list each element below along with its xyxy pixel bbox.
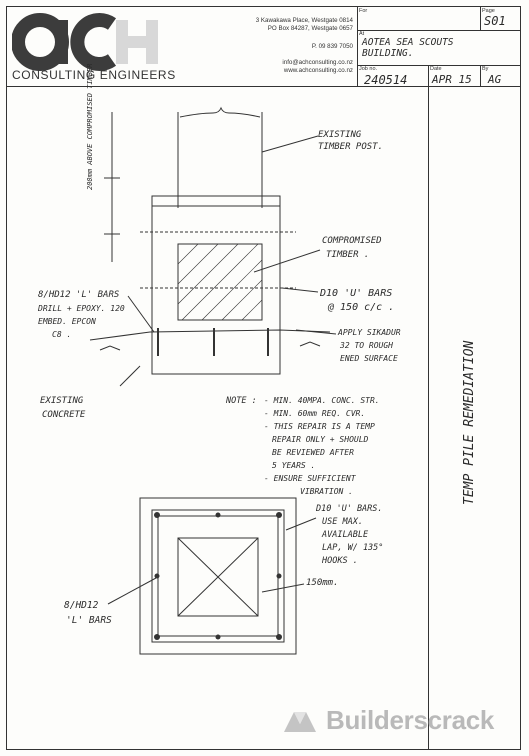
leader-bars-left — [127, 295, 155, 333]
phone-number: P. 09 839 7050 — [311, 43, 353, 50]
title-block-rule — [357, 30, 521, 31]
by-value: AG — [488, 73, 502, 86]
plan-outer — [139, 497, 297, 655]
post-brace-symbol — [179, 106, 261, 118]
for-label: For — [359, 8, 368, 14]
label-existing-post-1: EXISTING — [318, 130, 362, 140]
label-existing-concrete-2: CONCRETE — [42, 410, 86, 420]
title-column-divider — [428, 65, 429, 750]
label-compromised-1: COMPROMISED — [322, 236, 382, 246]
title-block-divider — [480, 6, 481, 30]
note-3: - THIS REPAIR IS A TEMP — [264, 422, 375, 431]
project-name-line-2: BUILDING. — [362, 48, 414, 59]
address-line-2: PO Box 84287, Westgate 0657 — [267, 25, 353, 32]
plan-bars-1: 8/HD12 — [64, 600, 99, 611]
note-3d: 5 YEARS . — [272, 461, 316, 470]
label-d10-2: @ 150 c/c . — [328, 302, 395, 313]
plan-d10-2: USE MAX. — [322, 517, 363, 527]
page-number: S01 — [484, 14, 506, 28]
plan-dimension: 150mm. — [306, 578, 339, 588]
job-number: 240514 — [364, 73, 408, 87]
address-line-1: 3 Kawakawa Place, Westgate 0814 — [255, 17, 353, 24]
title-block-divider — [480, 65, 481, 86]
note-2: - MIN. 60mm REQ. CVR. — [264, 409, 366, 418]
leader-d10 — [281, 287, 319, 293]
note-4: - ENSURE SUFFICIENT — [264, 474, 356, 483]
ground-hatch — [99, 341, 321, 351]
title-block-rule — [357, 65, 521, 66]
concrete-jacket — [151, 195, 281, 375]
builderscrack-logo-icon — [284, 712, 316, 732]
date-label: Date — [430, 66, 442, 72]
by-label: By — [482, 66, 489, 72]
label-d10-1: D10 'U' BARS — [320, 288, 393, 299]
existing-concrete-surface — [89, 329, 331, 341]
label-bars-left-3: EMBED. EPCON — [38, 317, 96, 326]
leader-existing-concrete — [119, 365, 141, 387]
note-3b: REPAIR ONLY + SHOULD — [272, 435, 369, 444]
leader-sikadur — [295, 329, 337, 335]
label-bars-left-1: 8/HD12 'L' BARS — [38, 290, 120, 300]
leader-compromised — [253, 249, 321, 273]
title-block-divider — [357, 6, 358, 86]
email-address: info@achconsulting.co.nz — [282, 59, 353, 66]
label-compromised-2: TIMBER . — [326, 250, 370, 260]
label-existing-concrete-1: EXISTING — [40, 396, 84, 406]
label-bars-left-2: DRILL + EPOXY. 120 — [38, 304, 125, 313]
plan-stirrup-inner — [157, 515, 279, 637]
note-label: NOTE : — [226, 396, 257, 406]
at-label: At — [359, 31, 365, 37]
plan-bars-2: 'L' BARS — [66, 615, 112, 626]
plan-d10-5: HOOKS . — [322, 556, 358, 566]
label-bars-left-4: C8 . — [52, 330, 72, 339]
note-1: - MIN. 40MPA. CONC. STR. — [264, 396, 380, 405]
plan-timber — [177, 537, 259, 617]
label-existing-post-2: TIMBER POST. — [318, 142, 384, 152]
hatch — [177, 243, 263, 321]
note-4b: VIBRATION . — [300, 487, 353, 496]
plan-d10-3: AVAILABLE — [322, 530, 369, 540]
leader-plan-d10 — [285, 517, 317, 531]
project-name-line-1: AOTEA SEA SCOUTS — [362, 37, 454, 48]
label-sikadur-1: APPLY SIKADUR — [338, 328, 401, 337]
header-rule — [6, 86, 521, 87]
website: www.achconsulting.co.nz — [283, 67, 353, 74]
label-sikadur-2: 32 TO ROUGH — [340, 341, 393, 350]
leader-plan-dim — [261, 583, 305, 593]
job-label: Job no. — [359, 66, 378, 72]
dim-label: 200mm ABOVE COMPROMISED TIMBER — [86, 63, 94, 190]
sheet-border — [6, 6, 521, 750]
label-sikadur-3: ENED SURFACE — [340, 354, 398, 363]
company-name: CONSULTING ENGINEERS — [12, 68, 176, 82]
builderscrack-watermark: Builderscrack — [326, 705, 495, 735]
leader-plan-bars — [107, 577, 157, 605]
plan-d10-4: LAP, W/ 135° — [322, 543, 384, 553]
plan-bars — [154, 512, 282, 640]
ach-logo — [12, 13, 158, 71]
leader-existing-post — [261, 135, 319, 153]
plan-stirrup — [151, 509, 285, 643]
starter-bars — [157, 328, 269, 356]
note-3c: BE REVIEWED AFTER — [272, 448, 354, 457]
date-value: APR 15 — [432, 73, 472, 86]
plan-d10-1: D10 'U' BARS. — [316, 504, 383, 514]
page-label: Page — [482, 8, 495, 14]
compromised-timber-zone — [177, 243, 263, 321]
